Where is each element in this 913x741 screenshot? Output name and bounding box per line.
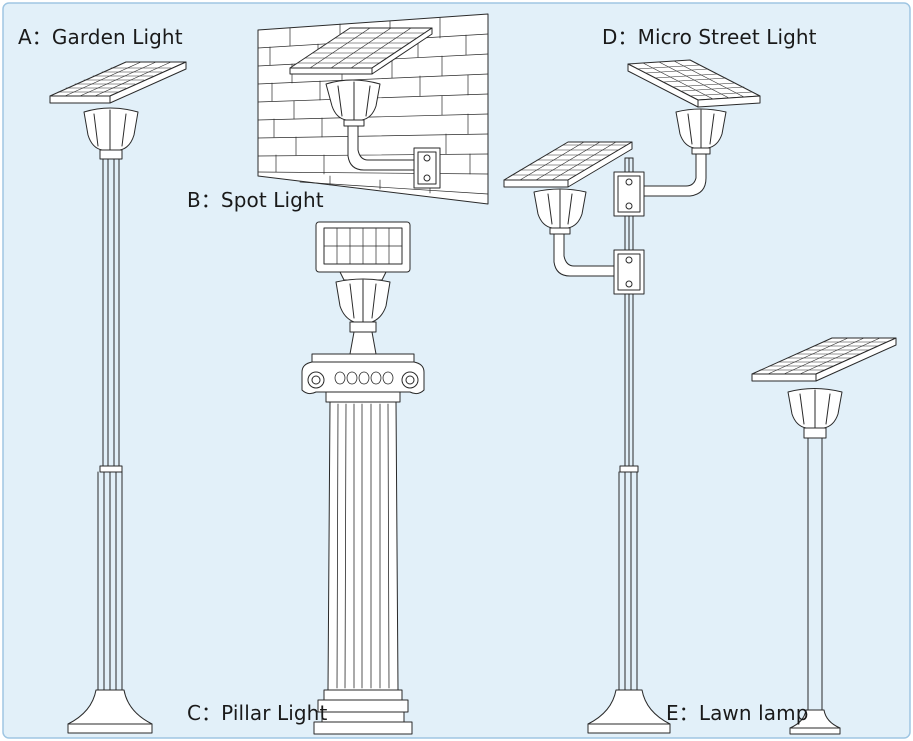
label-lawn-lamp: E：Lawn lamp [666, 701, 809, 725]
spot-light-illustration [258, 14, 488, 204]
label-spot-light: B：Spot Light [187, 188, 324, 212]
micro-street-light-illustration [504, 60, 760, 733]
label-garden-light: A：Garden Light [18, 25, 183, 49]
lawn-lamp-illustration [752, 338, 896, 734]
pillar-light-illustration [302, 222, 424, 734]
label-micro-street-light: D：Micro Street Light [602, 25, 817, 49]
garden-light-illustration [50, 62, 186, 733]
label-pillar-light: C：Pillar Light [187, 701, 328, 725]
